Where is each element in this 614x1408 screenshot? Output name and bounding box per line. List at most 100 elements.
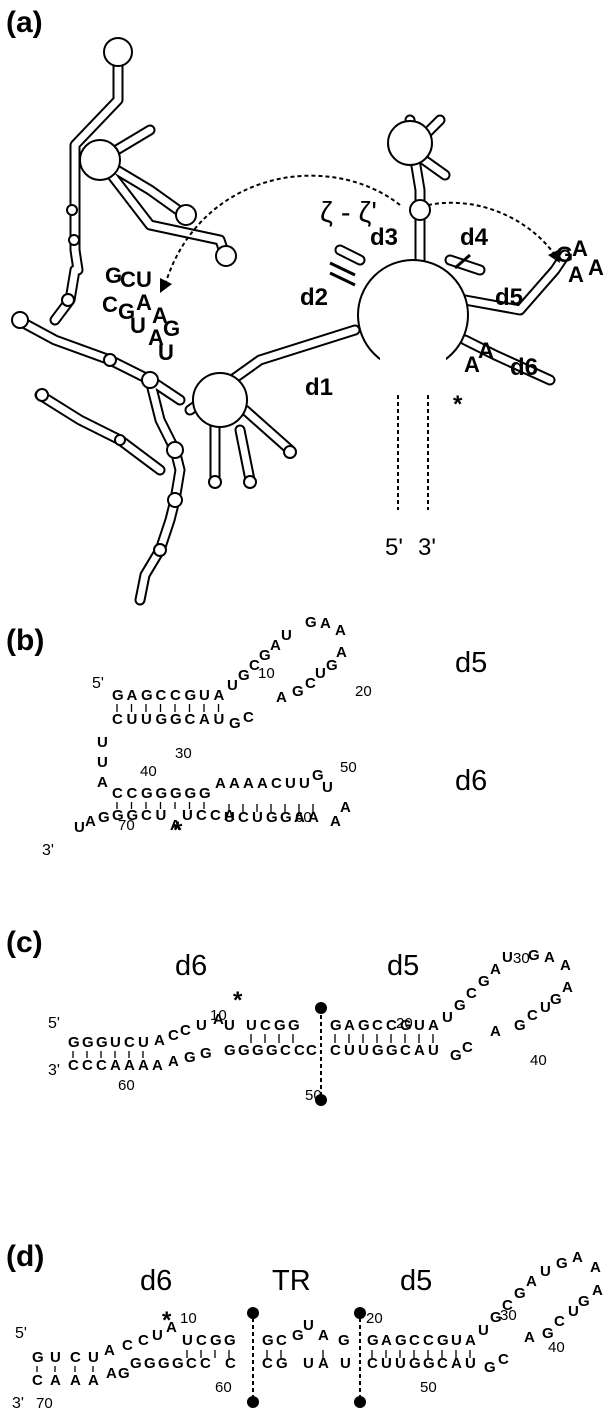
nucleotide: C	[306, 1042, 317, 1059]
nucleotide: C	[527, 1007, 538, 1024]
svg-text:40: 40	[548, 1339, 565, 1356]
nucleotide: G	[338, 1332, 350, 1349]
nt-d: U	[395, 1355, 406, 1372]
nt-d: C	[196, 1332, 207, 1349]
nt-b: U	[224, 809, 235, 826]
nucleotide: U	[227, 677, 238, 694]
nucleotide: C	[138, 1332, 149, 1349]
interaction-label: ζ - ζ'	[320, 197, 377, 229]
nt-c: U	[138, 1034, 149, 1051]
d6-label-b: d6	[455, 765, 487, 797]
nucleotide: C	[225, 1355, 236, 1372]
nt-c: G	[400, 1017, 412, 1034]
nucleotide: G	[98, 809, 110, 826]
nt-b: C	[238, 809, 249, 826]
svg-text:G: G	[118, 299, 135, 324]
end-3prime: 3'	[418, 534, 436, 561]
nucleotide: U	[540, 999, 551, 1016]
nt-c: G	[266, 1042, 278, 1059]
nucleotide: U	[74, 819, 85, 836]
domain-d6: d6	[510, 354, 538, 381]
nucleotide: U	[303, 1355, 314, 1372]
nt-d: A	[381, 1332, 392, 1349]
nt-d: G	[395, 1332, 407, 1349]
svg-text:70: 70	[36, 1395, 53, 1408]
svg-text:40: 40	[140, 763, 157, 780]
three-prime-c: 3'	[48, 1062, 60, 1079]
svg-text:G: G	[556, 242, 573, 267]
nt-c: G	[68, 1034, 80, 1051]
nt-b: G	[141, 687, 153, 704]
nucleotide: A	[224, 807, 235, 824]
nt-b: G	[156, 711, 168, 728]
nt-c: A	[428, 1017, 439, 1034]
nt-d: C	[409, 1332, 420, 1349]
nt-d: U	[451, 1332, 462, 1349]
nucleotide: C	[498, 1351, 509, 1368]
nt-b: G	[280, 809, 292, 826]
nt-c: C	[280, 1042, 291, 1059]
nt-c: U	[344, 1042, 355, 1059]
svg-text:G: G	[105, 263, 122, 288]
nucleotide: A	[526, 1273, 537, 1290]
nt-c: A	[138, 1057, 149, 1074]
nt-d: C	[437, 1355, 448, 1372]
nucleotide: A	[154, 1032, 165, 1049]
nucleotide: G	[514, 1285, 526, 1302]
nt-b: C	[185, 711, 196, 728]
nucleotide: A	[490, 1023, 501, 1040]
nt-c: C	[372, 1017, 383, 1034]
nucleotide: C	[462, 1039, 473, 1056]
nt-b: A	[199, 711, 210, 728]
nt-d: G	[367, 1332, 379, 1349]
nt-c: C	[330, 1042, 341, 1059]
nt-b: A	[127, 687, 138, 704]
nucleotide: U	[152, 1327, 163, 1344]
nucleotide: C	[276, 1332, 287, 1349]
svg-text:G: G	[163, 316, 180, 341]
nt-b: U	[214, 711, 225, 728]
nt-d: G	[409, 1355, 421, 1372]
svg-text:U: U	[158, 340, 174, 365]
nucleotide: G	[292, 683, 304, 700]
nt-b: G	[156, 785, 168, 802]
d4-stub	[454, 253, 471, 270]
svg-text:70: 70	[118, 817, 135, 834]
nucleotide-a: A	[478, 338, 494, 363]
nt-c: U	[428, 1042, 439, 1059]
nucleotide: U	[340, 1355, 351, 1372]
nucleotide: G	[528, 947, 540, 964]
nt-b: A	[214, 687, 225, 704]
nucleotide: G	[229, 715, 241, 732]
nucleotide: C	[502, 1297, 513, 1314]
nucleotide: A	[270, 637, 281, 654]
nt-c: A	[414, 1042, 425, 1059]
nt-d: A	[451, 1355, 462, 1372]
nucleotide: G	[454, 997, 466, 1014]
nt-d: G	[437, 1332, 449, 1349]
domain-d3: d3	[370, 224, 398, 251]
nt-b: G	[141, 785, 153, 802]
nt-d: G	[172, 1355, 184, 1372]
nt-c: C	[400, 1042, 411, 1059]
svg-text:30: 30	[175, 745, 192, 762]
nt-b: G	[112, 687, 124, 704]
star-b: *	[173, 817, 183, 844]
nucleotide: G	[305, 614, 317, 631]
svg-text:60: 60	[215, 1379, 232, 1396]
nt-b: G	[266, 809, 278, 826]
nucleotide: A	[330, 813, 341, 830]
nt-b: C	[127, 785, 138, 802]
nucleotide: A	[318, 1327, 329, 1344]
nucleotide: G	[542, 1325, 554, 1342]
nt-d: G	[224, 1332, 236, 1349]
nt-c: G	[330, 1017, 342, 1034]
svg-text:50: 50	[340, 759, 357, 776]
nt-c: U	[246, 1017, 257, 1034]
nt-c: U	[414, 1017, 425, 1034]
domain-d5: d5	[495, 284, 523, 311]
nucleotide: A	[590, 1259, 601, 1276]
